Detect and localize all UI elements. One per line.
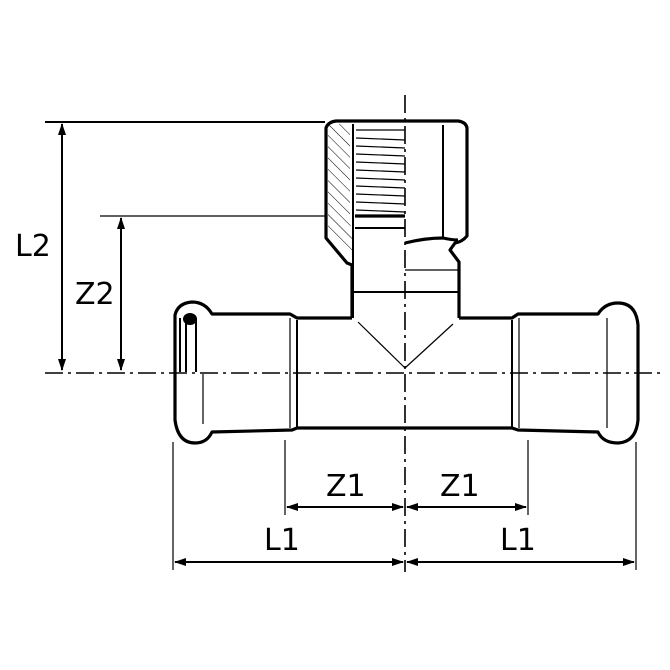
dimension-labels: L2 Z2 Z1 Z1 L1 L1 xyxy=(15,229,536,558)
o-ring xyxy=(183,313,197,325)
threaded-branch xyxy=(324,119,469,369)
label-l2: L2 xyxy=(15,229,51,264)
dimension-lines xyxy=(45,121,637,570)
label-l1-right: L1 xyxy=(500,523,536,558)
label-l1-left: L1 xyxy=(264,523,300,558)
main-body xyxy=(173,300,640,445)
label-z1-right: Z1 xyxy=(440,469,480,504)
center-lines xyxy=(45,95,660,572)
thread-lines xyxy=(355,129,406,213)
label-z1-left: Z1 xyxy=(326,469,366,504)
label-z2: Z2 xyxy=(75,277,115,312)
